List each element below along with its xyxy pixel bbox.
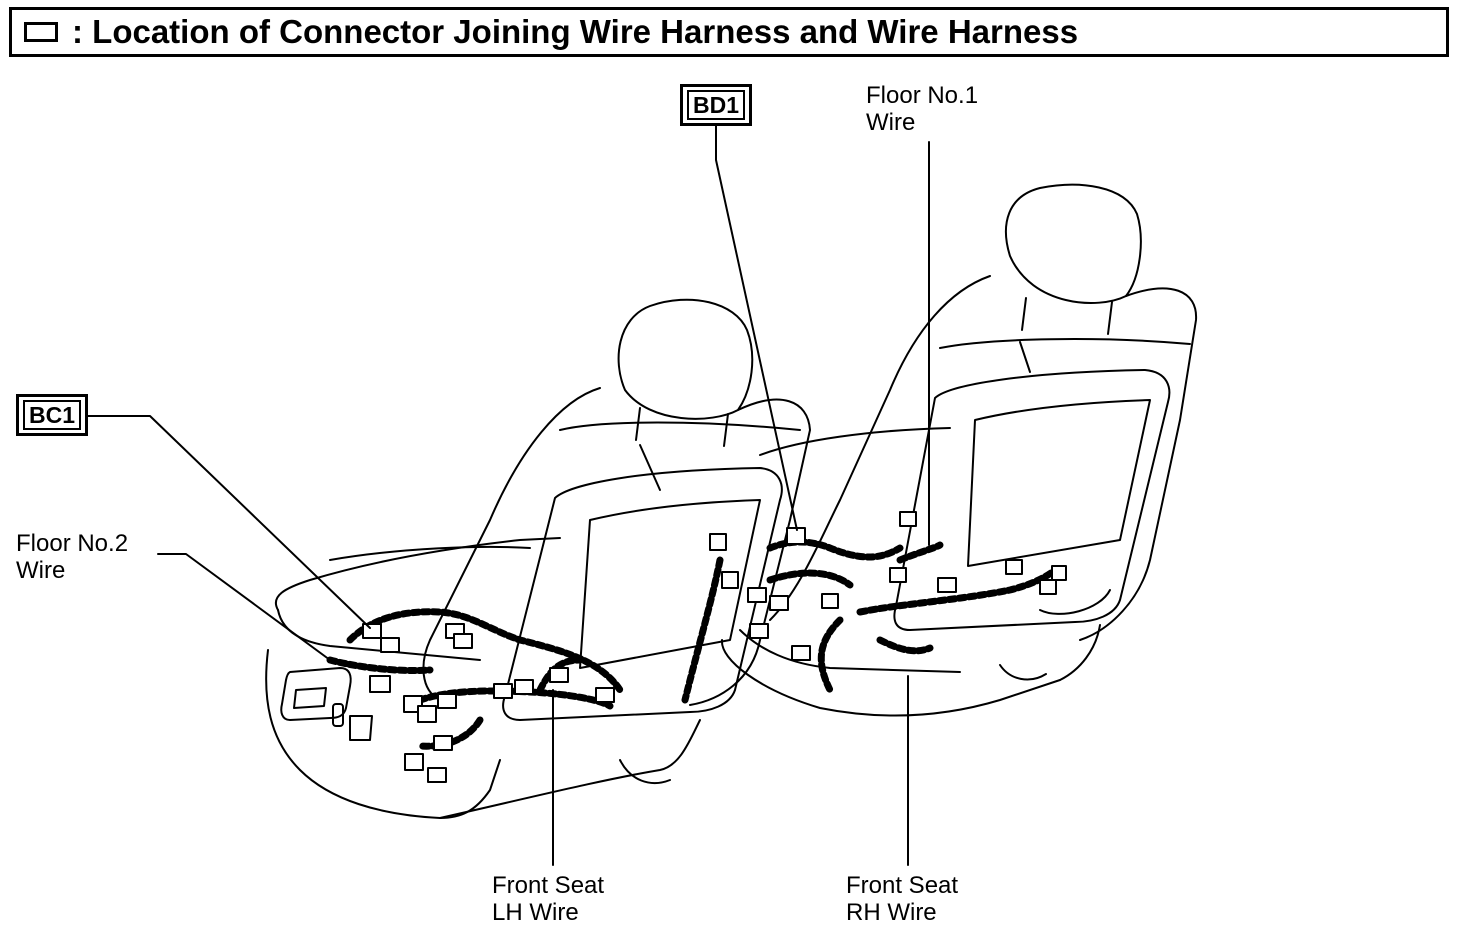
connector-blocks [363,512,1066,782]
floor-no2-wire-line2: Wire [16,557,66,584]
connector-label-bd1: BD1 [680,84,752,126]
floor-no2-wire-label: Floor No.2 Wire [16,530,128,584]
diagram-title: : Location of Connector Joining Wire Har… [72,13,1079,50]
wire-harness-lines [330,542,1055,746]
right-seat-outline [722,185,1196,716]
floor-no1-wire-label: Floor No.1 Wire [866,82,978,136]
connector-label-bc1: BC1 [16,394,88,436]
front-seat-rh-wire-line2: RH Wire [846,899,937,926]
floor-no1-wire-line1: Floor No.1 [866,82,979,109]
front-seat-rh-wire-label: Front Seat RH Wire [846,872,958,926]
diagram-header: : Location of Connector Joining Wire Har… [9,7,1449,57]
front-seat-rh-wire-line1: Front Seat [846,872,959,899]
left-seat-outline [266,300,810,818]
front-seat-lh-wire-line2: LH Wire [492,899,579,926]
connector-box-icon [24,22,58,42]
floor-no1-wire-line2: Wire [866,109,916,136]
connector-code-bc1: BC1 [22,400,81,430]
front-seat-lh-wire-label: Front Seat LH Wire [492,872,604,926]
connector-code-bd1: BD1 [686,90,745,120]
floor-no2-wire-line1: Floor No.2 [16,530,129,557]
front-seat-lh-wire-line1: Front Seat [492,872,605,899]
leader-lines [86,124,929,865]
